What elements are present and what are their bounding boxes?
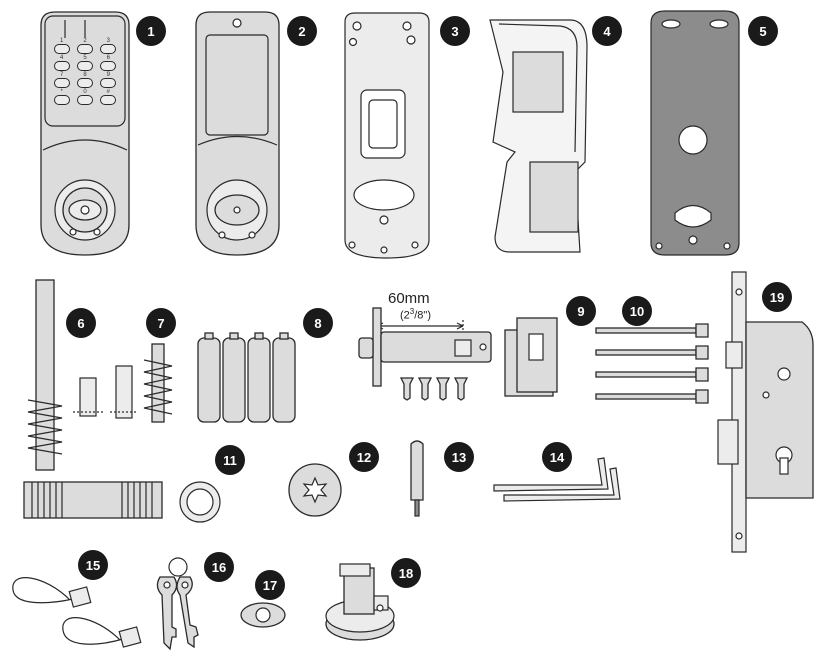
callout-badge: 4 <box>592 16 622 46</box>
drive-washer <box>285 460 345 520</box>
keypad: 1 2 3 4 5 6 7 8 9 * 0 # <box>50 38 120 118</box>
batteries <box>195 330 300 425</box>
gasket <box>485 12 600 257</box>
keypad-key-label: 2 <box>83 38 87 44</box>
interior-back-plate <box>645 8 745 258</box>
keypad-key-label: 6 <box>106 55 110 61</box>
callout-badge: 14 <box>542 442 572 472</box>
callout-badge: 10 <box>622 296 652 326</box>
keypad-key: 9 <box>97 72 120 88</box>
keypad-key: 2 <box>73 38 96 54</box>
callout-badge: 9 <box>566 296 596 326</box>
keypad-key: 6 <box>97 55 120 71</box>
callout-badge: 11 <box>215 445 245 475</box>
keypad-key-button <box>53 61 70 71</box>
hex-keys <box>490 455 621 505</box>
keypad-key-button <box>76 61 93 71</box>
callout-badge: 3 <box>440 16 470 46</box>
mortise-lock <box>717 270 816 555</box>
keypad-key-label: # <box>106 89 110 95</box>
keys <box>150 555 210 655</box>
callout-badge: 18 <box>391 558 421 588</box>
callout-badge: 12 <box>349 442 379 472</box>
keypad-key-button <box>53 95 70 105</box>
keypad-key: * <box>50 89 73 105</box>
keypad-key-button <box>76 95 93 105</box>
callout-badge: 13 <box>444 442 474 472</box>
callout-badge: 15 <box>78 550 108 580</box>
keypad-key: 7 <box>50 72 73 88</box>
interior-housing <box>190 10 285 260</box>
keypad-key-button <box>100 44 117 54</box>
keypad-key: # <box>97 89 120 105</box>
keypad-key-button <box>76 44 93 54</box>
escutcheon <box>238 600 288 630</box>
keypad-key-label: 4 <box>59 55 64 61</box>
keypad-key-button <box>53 78 70 88</box>
callout-badge: 8 <box>303 308 333 338</box>
callout-badge: 17 <box>255 570 285 600</box>
keypad-key-label: 7 <box>59 72 64 78</box>
latch-assembly <box>355 300 570 410</box>
callout-badge: 5 <box>748 16 778 46</box>
keypad-key-label: 1 <box>59 38 64 44</box>
callout-badge: 1 <box>136 16 166 46</box>
threaded-tube <box>22 476 227 526</box>
callout-badge: 6 <box>66 308 96 338</box>
keypad-key: 3 <box>97 38 120 54</box>
callout-badge: 7 <box>146 308 176 338</box>
latch-dimension-imperial: (23/8") <box>400 307 431 322</box>
keypad-key-button <box>76 78 93 88</box>
keypad-key-label: 8 <box>83 72 87 78</box>
keypad-key-label: 9 <box>106 72 110 78</box>
keypad-key-button <box>53 44 70 54</box>
latch-dimension-metric: 60mm <box>388 290 430 307</box>
spindle-with-springs <box>18 278 138 473</box>
keypad-key-label: * <box>60 89 63 95</box>
keypad-key-button <box>100 95 117 105</box>
cylinder-adapter <box>322 560 402 645</box>
keypad-key: 1 <box>50 38 73 54</box>
keypad-key-label: 3 <box>106 38 110 44</box>
keypad-key-button <box>100 78 117 88</box>
spring-spindle <box>138 340 178 425</box>
mounting-plate <box>337 10 437 260</box>
screw-pin <box>405 440 430 520</box>
keypad-key: 0 <box>73 89 96 105</box>
keypad-key: 4 <box>50 55 73 71</box>
keypad-key-button <box>100 61 117 71</box>
keypad-key: 5 <box>73 55 96 71</box>
mounting-bolts <box>592 322 714 410</box>
exterior-keypad-unit <box>35 10 135 260</box>
callout-badge: 2 <box>287 16 317 46</box>
keypad-key-label: 5 <box>83 55 87 61</box>
wire-harnesses <box>5 565 145 665</box>
callout-badge: 19 <box>762 282 792 312</box>
keypad-key: 8 <box>73 72 96 88</box>
callout-badge: 16 <box>204 552 234 582</box>
keypad-key-label: 0 <box>83 89 87 95</box>
